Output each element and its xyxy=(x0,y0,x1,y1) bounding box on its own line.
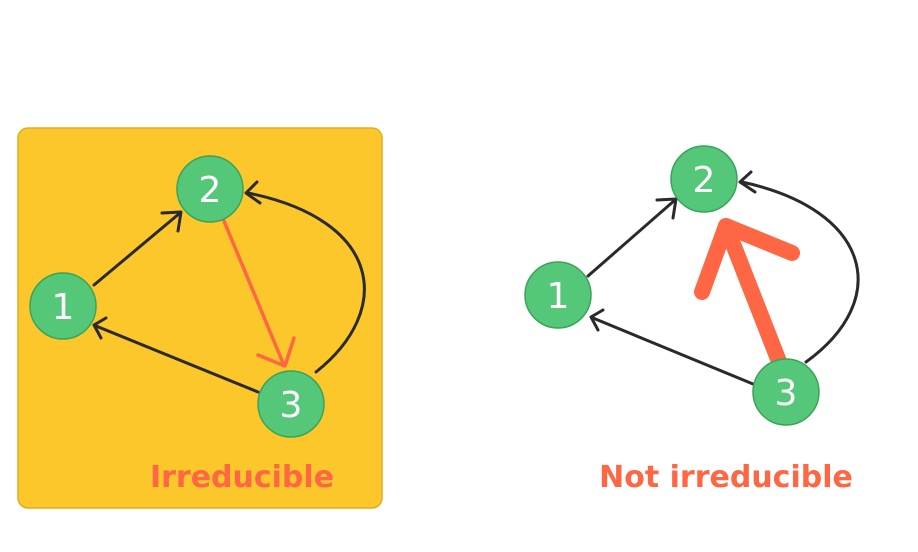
right-edge-3-to-1-arrowhead xyxy=(589,308,605,332)
right-node-1-circle xyxy=(524,261,592,329)
left-edge-2-to-3-arrowhead xyxy=(256,336,296,368)
left-node-1-circle xyxy=(29,272,97,340)
left-node-1-label: 1 xyxy=(52,287,75,328)
right-caption: Not irreducible xyxy=(599,460,853,495)
left-edge-1-to-2 xyxy=(92,211,182,287)
left-edge-1-to-2-arrowhead xyxy=(160,210,183,233)
left-edge-3-to-1 xyxy=(94,324,260,394)
right-edge-1-to-2-arrowhead xyxy=(655,197,678,220)
left-node-3-label: 3 xyxy=(280,385,303,426)
right-node-3-label: 3 xyxy=(775,373,798,414)
left-node-3-circle xyxy=(257,370,325,438)
left-caption: Irreducible xyxy=(150,460,334,495)
right-edge-1-to-2 xyxy=(586,198,677,278)
left-edge-3-to-1-arrowhead xyxy=(92,316,108,340)
right-missing-edge-shaft xyxy=(718,218,788,372)
right-node-1-label: 1 xyxy=(547,276,570,317)
left-node-2-circle xyxy=(176,155,244,223)
right-node-1: 1 xyxy=(524,261,592,329)
left-node-1: 1 xyxy=(29,272,97,340)
right-node-3-circle xyxy=(752,358,820,426)
right-node-2-circle xyxy=(670,145,738,213)
right-edge-3-to-2 xyxy=(740,180,860,364)
right-edge-3-to-1 xyxy=(591,316,755,386)
left-node-2: 2 xyxy=(176,155,244,223)
left-edge-2-to-3 xyxy=(222,219,285,365)
left-node-3: 3 xyxy=(257,370,325,438)
left-edge-3-to-2 xyxy=(246,191,366,374)
right-node-2: 2 xyxy=(670,145,738,213)
right-node-3: 3 xyxy=(752,358,820,426)
left-edge-3-to-2-arrowhead xyxy=(244,180,262,205)
right-node-2-label: 2 xyxy=(693,160,716,201)
right-missing-edge-arrowhead xyxy=(694,218,800,300)
left-node-2-label: 2 xyxy=(199,170,222,211)
right-edge-3-to-2-arrowhead xyxy=(738,170,757,194)
